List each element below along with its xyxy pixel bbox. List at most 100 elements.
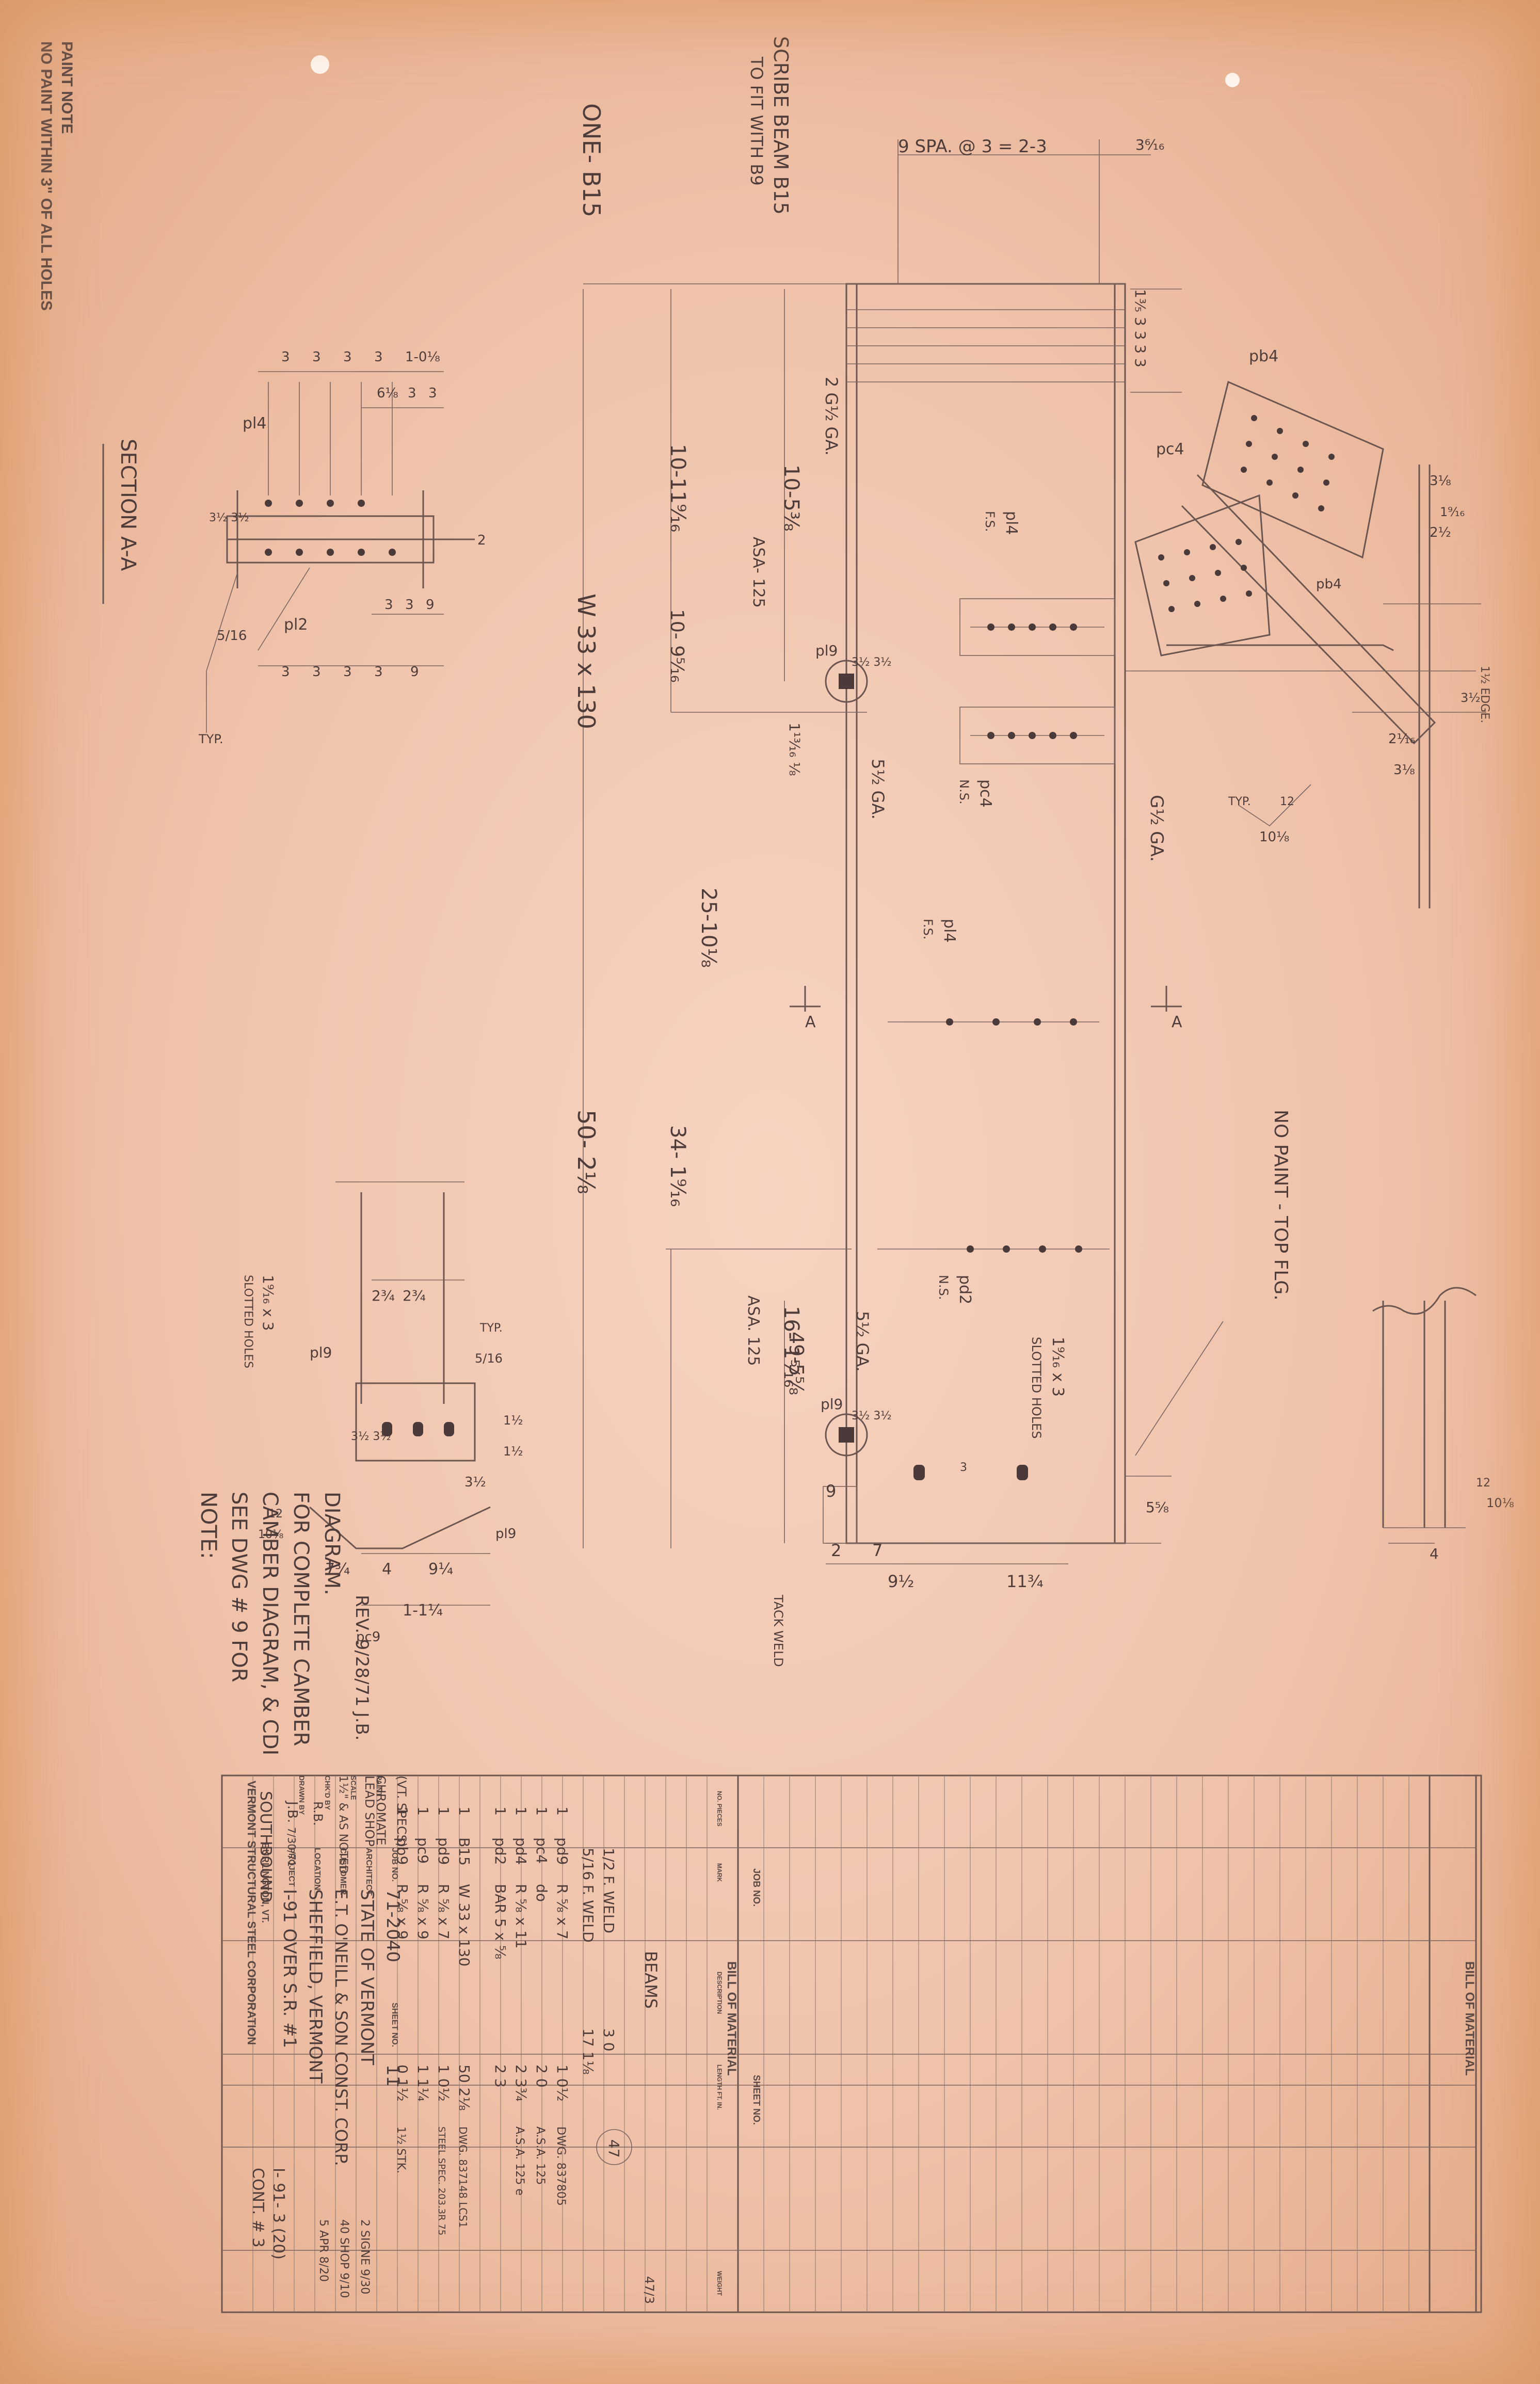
scribe-note: SCRIBE BEAM B15: [769, 36, 792, 215]
weld-length: 3 0: [600, 2028, 617, 2052]
near-side-label: N.S.: [957, 779, 971, 804]
bom-cell: 1 0½: [435, 2065, 452, 2102]
scale-value: 1½" & AS NOTED: [336, 1775, 349, 1874]
title-block: VERMONT STRUCTURAL STEEL CORPORATION BUR…: [221, 1774, 1482, 2313]
weld-desc: 1/2 F. WELD: [600, 1848, 617, 1933]
bom-cell: pd4: [512, 1837, 530, 1865]
detail-dim: 4: [382, 1560, 392, 1578]
section-dim: 3: [374, 349, 383, 365]
bom-row: 1 pc9 R ⅝ x 9 1 1¼: [414, 1806, 431, 2102]
bolt-gauge-stack: 1⅗ 3 3 3 3: [1132, 289, 1149, 367]
bom-title: BILL OF MATERIAL: [725, 1961, 739, 2076]
bom-sheet-label: SHEET NO.: [751, 2075, 762, 2125]
bom-cell: R ⅝ x 9: [414, 1884, 431, 1940]
slope-label: 12: [1280, 795, 1294, 808]
contract-project: I- 91- 3 (20): [269, 2168, 287, 2260]
detail-pc9-label: pc9: [356, 1629, 380, 1645]
bom-cell: STEEL SPEC. 203.3R 75: [436, 2126, 447, 2235]
bom-row: 1 pd9 R ⅝ x 7 1 0½ DWG. 837805: [554, 1806, 571, 2206]
section-dim: 3: [428, 386, 437, 401]
section-dim: 3: [408, 386, 416, 401]
section-dim: 3: [384, 597, 393, 613]
bom-cell: 1: [456, 1806, 473, 1816]
paint-note-title: PAINT NOTE: [58, 41, 75, 134]
weld-row: 5/16 F. WELD 17 1⅛: [580, 1848, 597, 2074]
web-hole-bottom: [825, 1413, 868, 1457]
flange-slope: 10⅛: [1486, 1496, 1514, 1510]
section-dim: 3: [405, 597, 414, 613]
hole-spacing: 3½ 3½: [852, 656, 892, 669]
company-name: VERMONT STRUCTURAL STEEL CORPORATION: [245, 1781, 258, 2045]
web-hole-top: [825, 660, 868, 703]
pc4-gusset-label: pc4: [1156, 440, 1184, 458]
location-label: LOCATION: [313, 1848, 322, 1890]
paint-value-2: CHROMATE: [374, 1775, 388, 1845]
job-value: 71-2040: [382, 1889, 403, 1962]
dim-49-5: 49-5⅝: [785, 1332, 808, 1395]
sheet-value: 11: [382, 2065, 403, 2087]
item-count: 47: [605, 2139, 622, 2158]
bom-cell: BAR 5 x ⅝: [492, 1884, 509, 1959]
note-line: CAMBER DIAGRAM, & CDI: [258, 1492, 282, 1755]
punch-hole: [1225, 73, 1240, 87]
pl9-top-label: pl9: [815, 642, 838, 659]
detail-dim: 7¾: [325, 1560, 350, 1578]
bom-col-head: LENGTH FT. IN.: [716, 2065, 723, 2110]
bom-cell: A.S.A. 125 e: [513, 2126, 526, 2196]
paint-note-text: NO PAINT WITHIN 3" OF ALL HOLES: [38, 41, 55, 311]
section-side-dim: 3½ 3½: [209, 511, 249, 524]
bom-cell: 2 3: [492, 2065, 509, 2088]
revision-row: 40 SHOP 9/10: [338, 2219, 350, 2298]
architect-label: ARCHITECT: [364, 1848, 373, 1896]
section-dim: 3: [281, 664, 290, 680]
top-bolt-pattern: [846, 309, 1125, 382]
architect-value: STATE OF VERMONT: [357, 1889, 377, 2065]
customer-value: E.T. O'NEILL & SON CONST. CORP.: [331, 1889, 351, 2166]
scribe-note-2: TO FIT WITH B9: [747, 56, 766, 186]
bom-cell: pd9: [435, 1837, 452, 1865]
section-dim: 6⅛: [377, 386, 398, 401]
company-city: BURLINGTON, VT.: [260, 1843, 270, 1923]
section-dim: 2: [477, 533, 486, 548]
paint-value: LEAD SHOP: [362, 1775, 377, 1847]
bom-title-2: BILL OF MATERIAL: [1463, 1961, 1477, 2076]
revision-row: 2 SIGNE 9/30: [358, 2219, 371, 2294]
detail-dim: 1½: [503, 1444, 523, 1459]
bom-cell: 1: [435, 1806, 452, 1816]
weld-row: 1/2 F. WELD 3 0: [600, 1848, 617, 2052]
drawn-by-label: DRAWN BY: [298, 1775, 306, 1815]
section-weld-label: 5/16: [217, 628, 247, 644]
detail-slope: 10⅛: [258, 1528, 283, 1541]
note-line: DIAGRAM.: [320, 1492, 344, 1595]
asa-note-2: ASA. 125: [744, 1295, 762, 1366]
note-line: FOR COMPLETE CAMBER: [289, 1492, 313, 1746]
bom-cell: R ⅝ x 9: [394, 1884, 411, 1940]
bom-row: 1 pd4 R ⅝ x 11 2 3¾ A.S.A. 125 e: [512, 1806, 530, 2196]
bottom-dim: 9½: [888, 1572, 914, 1591]
section-pl4-label: pl4: [243, 414, 266, 433]
bom-col-head: MARK: [716, 1863, 723, 1882]
bottom-dim: 11¾: [1006, 1572, 1044, 1591]
note-line: SEE DWG # 9 FOR: [227, 1492, 251, 1682]
section-dim: 3: [312, 664, 321, 680]
member-mark: ONE- B15: [578, 103, 605, 217]
bolt-spacing-dim: 9 SPA. @ 3 = 2-3: [898, 136, 1047, 157]
tack-weld-note: TACK WELD: [771, 1594, 785, 1667]
bom-cell: 1 1¼: [414, 2065, 431, 2102]
pl9-bottom-label: pl9: [821, 1396, 843, 1413]
pb4-label: pb4: [1249, 347, 1278, 365]
customer-label: CUSTOMER: [339, 1848, 347, 1895]
detail-typ-label: TYP.: [479, 1322, 503, 1335]
bom-cell: 1: [512, 1806, 530, 1816]
detail-slope: 12: [268, 1508, 283, 1521]
asa-note-1: ASA- 125: [749, 537, 767, 608]
bom-row: 1 pc4 do 2 0 A.S.A. 125: [533, 1806, 550, 2185]
detail-slotted-label: SLOTTED HOLES: [242, 1275, 254, 1368]
bolt-spacing-end: 3⁶⁄₁₆: [1135, 136, 1164, 153]
sheet-label: SHEET NO.: [390, 2003, 399, 2047]
bom-cell: 1 0½: [554, 2065, 571, 2102]
camber-note: NOTE: SEE DWG # 9 FOR CAMBER DIAGRAM, & …: [196, 1492, 372, 1755]
bom-cell: 1: [533, 1806, 550, 1816]
detail-pl9-label: pl9: [310, 1344, 332, 1361]
